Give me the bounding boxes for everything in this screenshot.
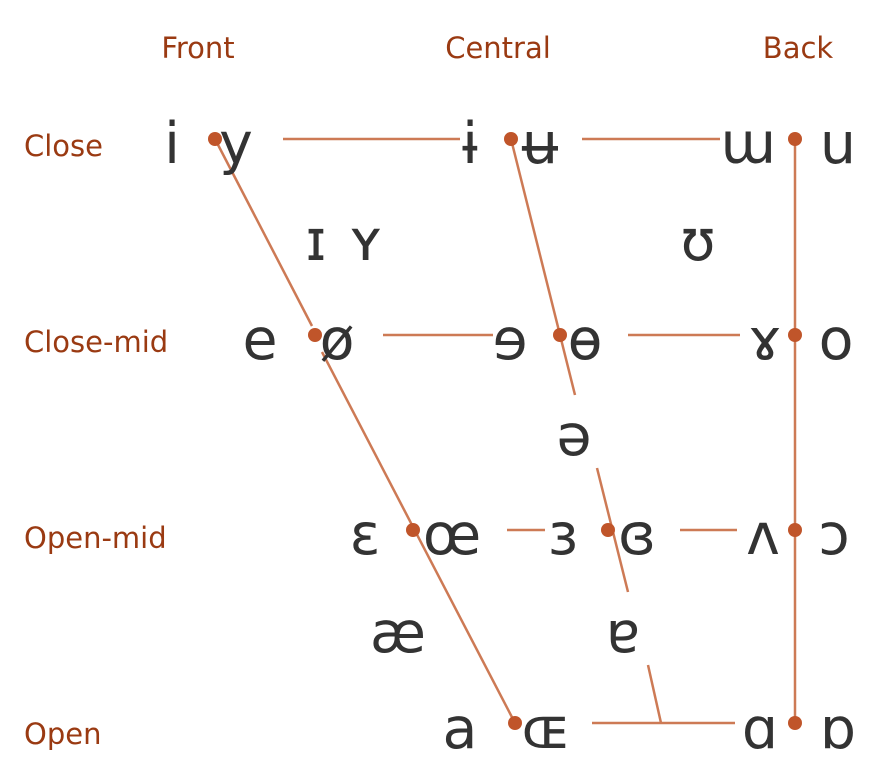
column-header-back: Back bbox=[763, 31, 834, 65]
dot-close-mid-central bbox=[553, 328, 567, 342]
row-header-close: Close bbox=[24, 129, 103, 163]
vowel-open-mid-back-rounded: ɔ bbox=[818, 502, 849, 568]
vowel-open-front-rounded: ɶ bbox=[522, 696, 571, 762]
dot-open-mid-front bbox=[406, 523, 420, 537]
dot-open-front bbox=[508, 716, 522, 730]
vowel-open-mid-back-unrounded: ʌ bbox=[746, 502, 780, 568]
row-header-open-mid: Open-mid bbox=[24, 521, 167, 555]
dot-open-mid-central bbox=[601, 523, 615, 537]
vowel-near-close-front-unrounded: ɪ bbox=[305, 208, 326, 274]
front-diagonal-lower bbox=[320, 351, 517, 724]
vowel-close-mid-back-unrounded: ɤ bbox=[748, 307, 782, 373]
vowel-close-central-rounded: ʉ bbox=[522, 111, 559, 177]
vowel-close-mid-central-unrounded: ɘ bbox=[492, 307, 527, 373]
vowel-close-mid-front-unrounded: e bbox=[242, 307, 277, 373]
vowel-close-back-rounded: u bbox=[820, 111, 856, 177]
column-header-front: Front bbox=[161, 31, 234, 65]
vowel-close-mid-central-rounded: ɵ bbox=[568, 307, 603, 373]
central-diagonal-3 bbox=[646, 664, 663, 724]
central-diagonal-1 bbox=[509, 138, 577, 396]
vowel-near-open-front: æ bbox=[370, 600, 426, 666]
vowel-mid-central: ə bbox=[556, 403, 591, 469]
vowel-close-mid-back-rounded: o bbox=[819, 307, 854, 373]
vowel-open-front-unrounded: a bbox=[443, 696, 478, 762]
dot-close-mid-back bbox=[788, 328, 802, 342]
dot-close-front bbox=[208, 132, 222, 146]
column-header-central: Central bbox=[445, 31, 551, 65]
vowel-open-back-rounded: ɒ bbox=[820, 696, 856, 762]
dot-close-central bbox=[504, 132, 518, 146]
vowel-near-close-back-rounded: ʊ bbox=[680, 208, 715, 274]
front-diagonal-upper bbox=[213, 138, 314, 327]
dot-open-mid-back bbox=[788, 523, 802, 537]
row-header-close-mid: Close-mid bbox=[24, 325, 168, 359]
vowel-open-mid-front-unrounded: ɛ bbox=[350, 502, 381, 568]
vowel-close-mid-front-rounded: ø bbox=[320, 307, 355, 373]
row-header-open: Open bbox=[24, 717, 101, 751]
vowel-close-front-unrounded: i bbox=[164, 111, 180, 177]
dot-open-back bbox=[788, 716, 802, 730]
vowel-close-front-rounded: y bbox=[219, 111, 253, 177]
dot-close-mid-front bbox=[308, 328, 322, 342]
chart-dots bbox=[208, 132, 802, 730]
vowel-close-central-unrounded: ɨ bbox=[462, 111, 478, 177]
vowel-near-open-central: ɐ bbox=[606, 600, 640, 666]
vowel-open-mid-front-rounded: œ bbox=[423, 502, 481, 568]
vowel-near-close-front-rounded: ʏ bbox=[349, 208, 384, 274]
vowel-open-mid-central-unrounded: ɜ bbox=[548, 502, 578, 568]
vowel-open-back-unrounded: ɑ bbox=[742, 696, 778, 762]
vowel-open-mid-central-rounded: ɞ bbox=[618, 502, 656, 568]
vowel-close-back-unrounded: ɯ bbox=[720, 111, 776, 177]
dot-close-back bbox=[788, 132, 802, 146]
chart-lines bbox=[213, 137, 797, 725]
